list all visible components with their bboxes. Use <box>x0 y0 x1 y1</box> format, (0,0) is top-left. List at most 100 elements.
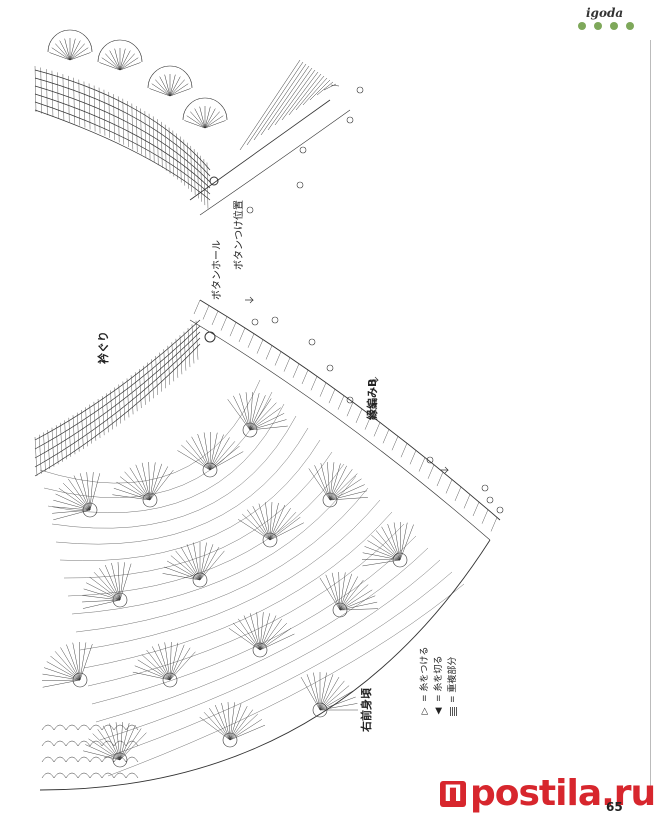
neck-stitch <box>110 390 113 430</box>
motif-stitch <box>239 393 251 431</box>
brand-logo: igoda <box>586 6 624 20</box>
edging-b-stitch <box>193 299 201 315</box>
chain-mesh-line <box>107 583 465 777</box>
motif-stitch <box>209 445 240 471</box>
collar-fan-stitch <box>55 43 71 61</box>
motif-stitch <box>53 509 91 521</box>
collar-stitch <box>73 77 75 124</box>
scallop-loop <box>53 740 67 747</box>
motif-stitch <box>119 728 142 761</box>
collar-fan-stitch <box>169 79 185 97</box>
motif-stitch <box>325 574 341 611</box>
scallop-loop <box>125 772 139 779</box>
collar-fan-stitch <box>194 108 206 129</box>
motif-stitch <box>364 546 401 561</box>
motif-stitch <box>339 572 346 611</box>
chain-mesh-line <box>99 559 441 741</box>
motif-stitch <box>229 713 258 741</box>
motif-stitch <box>181 444 211 471</box>
scallop-loop <box>89 756 103 763</box>
motif-stitch <box>269 522 304 541</box>
motif-stitch <box>245 392 251 431</box>
scallop-loop <box>101 740 115 747</box>
collar-fan-stitch <box>105 53 121 71</box>
motif-stitch <box>314 465 331 501</box>
edging-b-stitch <box>454 486 462 501</box>
motif-stitch <box>170 555 201 581</box>
edging-b-stitch <box>247 333 255 348</box>
motif-stitch <box>246 509 271 541</box>
edging-b-stitch <box>346 402 354 417</box>
motif-stitch <box>221 702 231 741</box>
motif-stitch <box>72 642 81 681</box>
motif-stitch <box>129 467 151 501</box>
neck-stitch <box>85 407 88 447</box>
neck-stitch <box>102 396 105 436</box>
neck-stitch <box>147 362 150 402</box>
motif-stitch <box>329 465 347 501</box>
motif-stitch <box>229 724 266 741</box>
edging-b-stitch <box>373 422 381 437</box>
motif-stitch <box>115 722 121 761</box>
neck-stitch <box>139 369 142 409</box>
edging-b-stitch <box>310 376 318 391</box>
collar-right-stitch <box>260 65 310 136</box>
neck-stitch <box>130 375 134 415</box>
direction-arrow-icon <box>370 376 379 384</box>
motif-stitch <box>339 573 352 611</box>
collar-right-stitch <box>295 75 325 111</box>
legend-overlap: = 重複部分 <box>446 647 460 716</box>
neck-stitch <box>135 372 138 412</box>
motif-stitch <box>119 723 130 761</box>
collar-right-stitch <box>323 83 337 91</box>
motif-stitch <box>82 599 121 609</box>
motif-stitch <box>191 436 211 471</box>
chain-mesh-line <box>55 427 309 545</box>
motif-center <box>312 702 328 718</box>
motif-stitch <box>238 618 261 651</box>
scallop-loop <box>41 724 55 731</box>
motif-stitch <box>319 672 327 711</box>
edging-b-curve <box>189 319 491 541</box>
motif-stitch <box>319 685 350 711</box>
collar-fan-stitch <box>69 43 85 61</box>
neck-stitch <box>43 432 46 472</box>
edging-b-stitch <box>445 479 453 494</box>
row-number-marker <box>481 484 489 492</box>
collar-fan-stitch <box>101 57 121 71</box>
row-number-marker <box>496 506 504 514</box>
hatched-square-icon <box>449 707 457 716</box>
collar-band-arc <box>34 101 211 195</box>
motif-stitch <box>85 744 121 761</box>
scallop-loop <box>41 772 55 779</box>
motif-stitch <box>52 509 91 514</box>
collar-right-stitch <box>253 63 307 141</box>
motif-stitch <box>249 407 281 431</box>
collar-band-arc <box>34 109 211 201</box>
collar-stitch <box>83 81 86 128</box>
scallop-loop <box>65 756 79 763</box>
collar-fan-stitch <box>69 52 91 61</box>
motif-center <box>72 672 88 688</box>
chain-mesh-line <box>47 403 285 513</box>
yoke-hem-arc <box>39 539 491 791</box>
motif-stitch <box>249 413 285 431</box>
motif-stitch <box>134 665 171 681</box>
motif-stitch <box>177 450 211 471</box>
collar-fan-stitch <box>99 62 121 71</box>
motif-stitch <box>242 513 271 541</box>
chain-mesh-line <box>75 487 369 633</box>
collar-fan-arc <box>182 97 228 121</box>
motif-stitch <box>66 644 81 681</box>
motif-stitch <box>149 463 162 501</box>
motif-stitch <box>93 572 121 601</box>
motif-stitch <box>319 696 356 711</box>
collar-stitch <box>136 105 138 153</box>
motif-stitch <box>393 522 401 561</box>
brand-ornament-icon <box>578 22 634 32</box>
label-buttonhole: ボタンホール <box>212 240 223 300</box>
collar-band-arc <box>34 85 211 183</box>
collar-stitch <box>131 103 134 150</box>
collar-fan-stitch <box>164 74 171 97</box>
